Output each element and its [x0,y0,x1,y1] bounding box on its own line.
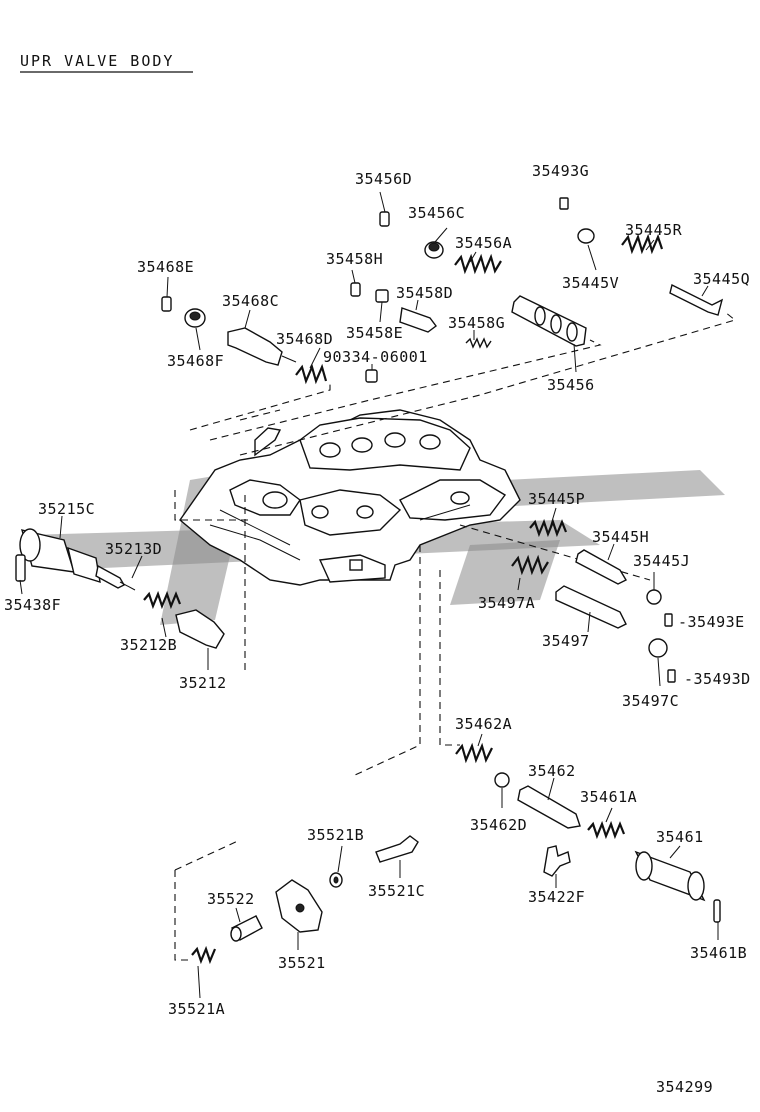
part-35493D [667,669,676,683]
label-35493E: -35493E [678,613,745,631]
label-35458H: 35458H [326,250,383,268]
label-35468D: 35468D [276,330,333,348]
label-35461B: 35461B [690,944,747,962]
label-35468E: 35468E [137,258,194,276]
part-90334-06001 [365,369,378,383]
label-35497A: 35497A [478,594,535,612]
label-35462D: 35462D [470,816,527,834]
part-35458D [399,307,437,333]
label-35445Q: 35445Q [693,270,750,288]
part-35445R [621,233,664,255]
part-35445Q [669,283,724,316]
part-35445J [646,589,662,605]
part-graphics [15,197,724,965]
part-35462A [455,742,493,764]
label-35458D: 35458D [396,284,453,302]
part-35456D [379,211,390,227]
label-35497: 35497 [542,632,590,650]
part-35456A [454,253,502,275]
label-35462: 35462 [528,762,576,780]
part-35445P [529,518,568,538]
part-35468D [295,363,328,385]
label-90334-06001: 90334-06001 [323,348,428,366]
part-35497 [555,585,627,629]
part-35445H [575,549,627,585]
label-35212B: 35212B [120,636,177,654]
part-35458G [465,337,492,349]
part-35212B [143,590,182,610]
label-35456A: 35456A [455,234,512,252]
label-35458E: 35458E [346,324,403,342]
part-35468C [227,327,283,366]
label-35493G: 35493G [532,162,589,180]
part-35493G [559,197,569,210]
part-35461B [713,899,721,923]
assembly-lines [174,311,737,961]
label-35458G: 35458G [448,314,505,332]
label-35445H: 35445H [592,528,649,546]
label-35445R: 35445R [625,221,683,239]
label-35215C: 35215C [38,500,95,518]
label-35521C: 35521C [368,882,425,900]
part-35438F [15,554,26,582]
leader-lines [19,191,719,999]
label-35212: 35212 [179,674,227,692]
part-35493E [664,613,673,627]
label-35521B: 35521B [307,826,364,844]
label-35521: 35521 [278,954,326,972]
part-35497A [511,554,549,576]
label-35445V: 35445V [562,274,619,292]
part-35462D [494,772,510,788]
part-35445V [577,228,595,244]
label-35456C: 35456C [408,204,465,222]
label-35456D: 35456D [355,170,412,188]
figure-number: 354299 [656,1078,713,1096]
label-35456: 35456 [547,376,595,394]
part-35521C [375,835,419,863]
label-35445J: 35445J [633,552,690,570]
label-35493D: -35493D [684,670,751,688]
part-35422F [543,845,571,877]
label-35461: 35461 [656,828,704,846]
label-35497C: 35497C [622,692,679,710]
label-35445P: 35445P [528,490,585,508]
part-35462 [517,785,581,829]
label-35438F: 35438F [4,596,61,614]
part-35212 [175,609,225,649]
label-35468F: 35468F [167,352,224,370]
part-35521A [191,945,217,965]
part-35458E [375,289,389,303]
label-35462A: 35462A [455,715,512,733]
part-35497C [648,638,668,658]
diagram-title: UPR VALVE BODY [20,52,174,70]
label-35461A: 35461A [580,788,637,806]
label-35522: 35522 [207,890,255,908]
part-35213D [95,564,125,589]
label-35213D: 35213D [105,540,162,558]
part-labels: 35456D 35493G 35456C 35456A 35445R 35468… [4,162,751,1096]
label-35468C: 35468C [222,292,279,310]
part-35468E [161,296,172,312]
label-35422F: 35422F [528,888,585,906]
part-35461A [587,820,626,840]
part-35458H [350,282,361,297]
label-35521A: 35521A [168,1000,225,1018]
upper-valve-body [179,409,521,586]
